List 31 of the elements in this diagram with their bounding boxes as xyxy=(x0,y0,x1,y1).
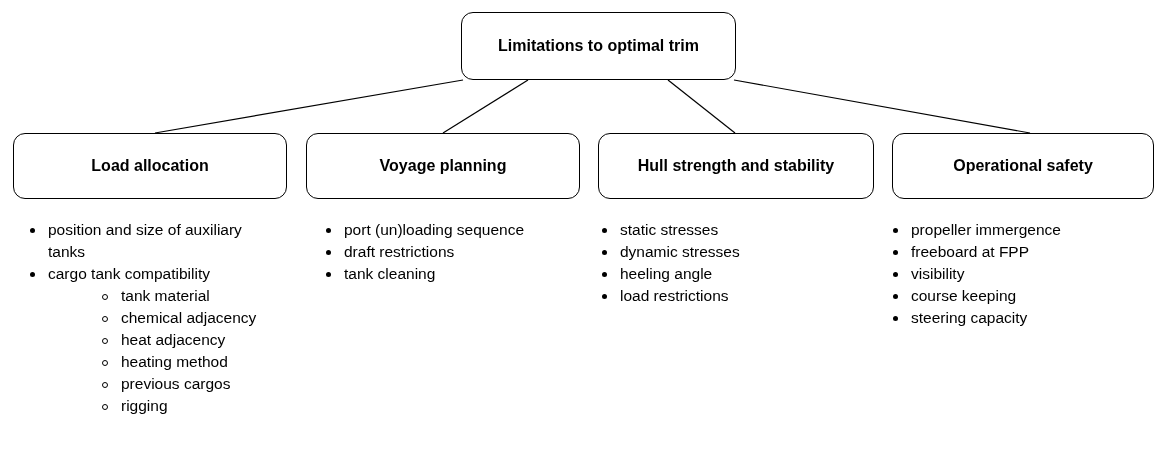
box-title: Voyage planning xyxy=(379,156,507,176)
list-item-text: propeller immergence xyxy=(911,220,1061,240)
list-item-text: cargo tank compatibility xyxy=(48,264,210,284)
category-box xyxy=(892,133,1154,199)
box-title: Operational safety xyxy=(953,156,1093,176)
category-box xyxy=(598,133,874,199)
box-title: Load allocation xyxy=(91,156,209,176)
list-item-text: load restrictions xyxy=(620,286,729,306)
list-item-text: heating method xyxy=(121,352,228,372)
box-title: Hull strength and stability xyxy=(637,156,835,176)
list-item-text: heat adjacency xyxy=(121,330,226,350)
list-item-text: heeling angle xyxy=(620,264,713,284)
list-item-text: port (un)loading sequence xyxy=(344,220,525,240)
category-box xyxy=(306,133,580,199)
list-item-text: steering capacity xyxy=(911,308,1028,328)
list-item-text: dynamic stresses xyxy=(620,242,740,262)
list-item-text: course keeping xyxy=(911,286,1017,306)
list-item-text: rigging xyxy=(121,396,168,416)
list-item-text: tank cleaning xyxy=(344,264,436,284)
category-box xyxy=(13,133,287,199)
list-item-text: static stresses xyxy=(620,220,719,240)
list-item-text: visibility xyxy=(911,264,965,284)
connector-line xyxy=(442,79,529,134)
connector-line xyxy=(667,79,736,134)
list-item-text: previous cargos xyxy=(121,374,231,394)
list-item-text: freeboard at FPP xyxy=(911,242,1030,262)
list-item-text: tank material xyxy=(121,286,210,306)
box-title: Limitations to optimal trim xyxy=(498,36,699,56)
list-item-text: draft restrictions xyxy=(344,242,455,262)
category-box xyxy=(461,12,736,80)
list-item-text: chemical adjacency xyxy=(121,308,257,328)
